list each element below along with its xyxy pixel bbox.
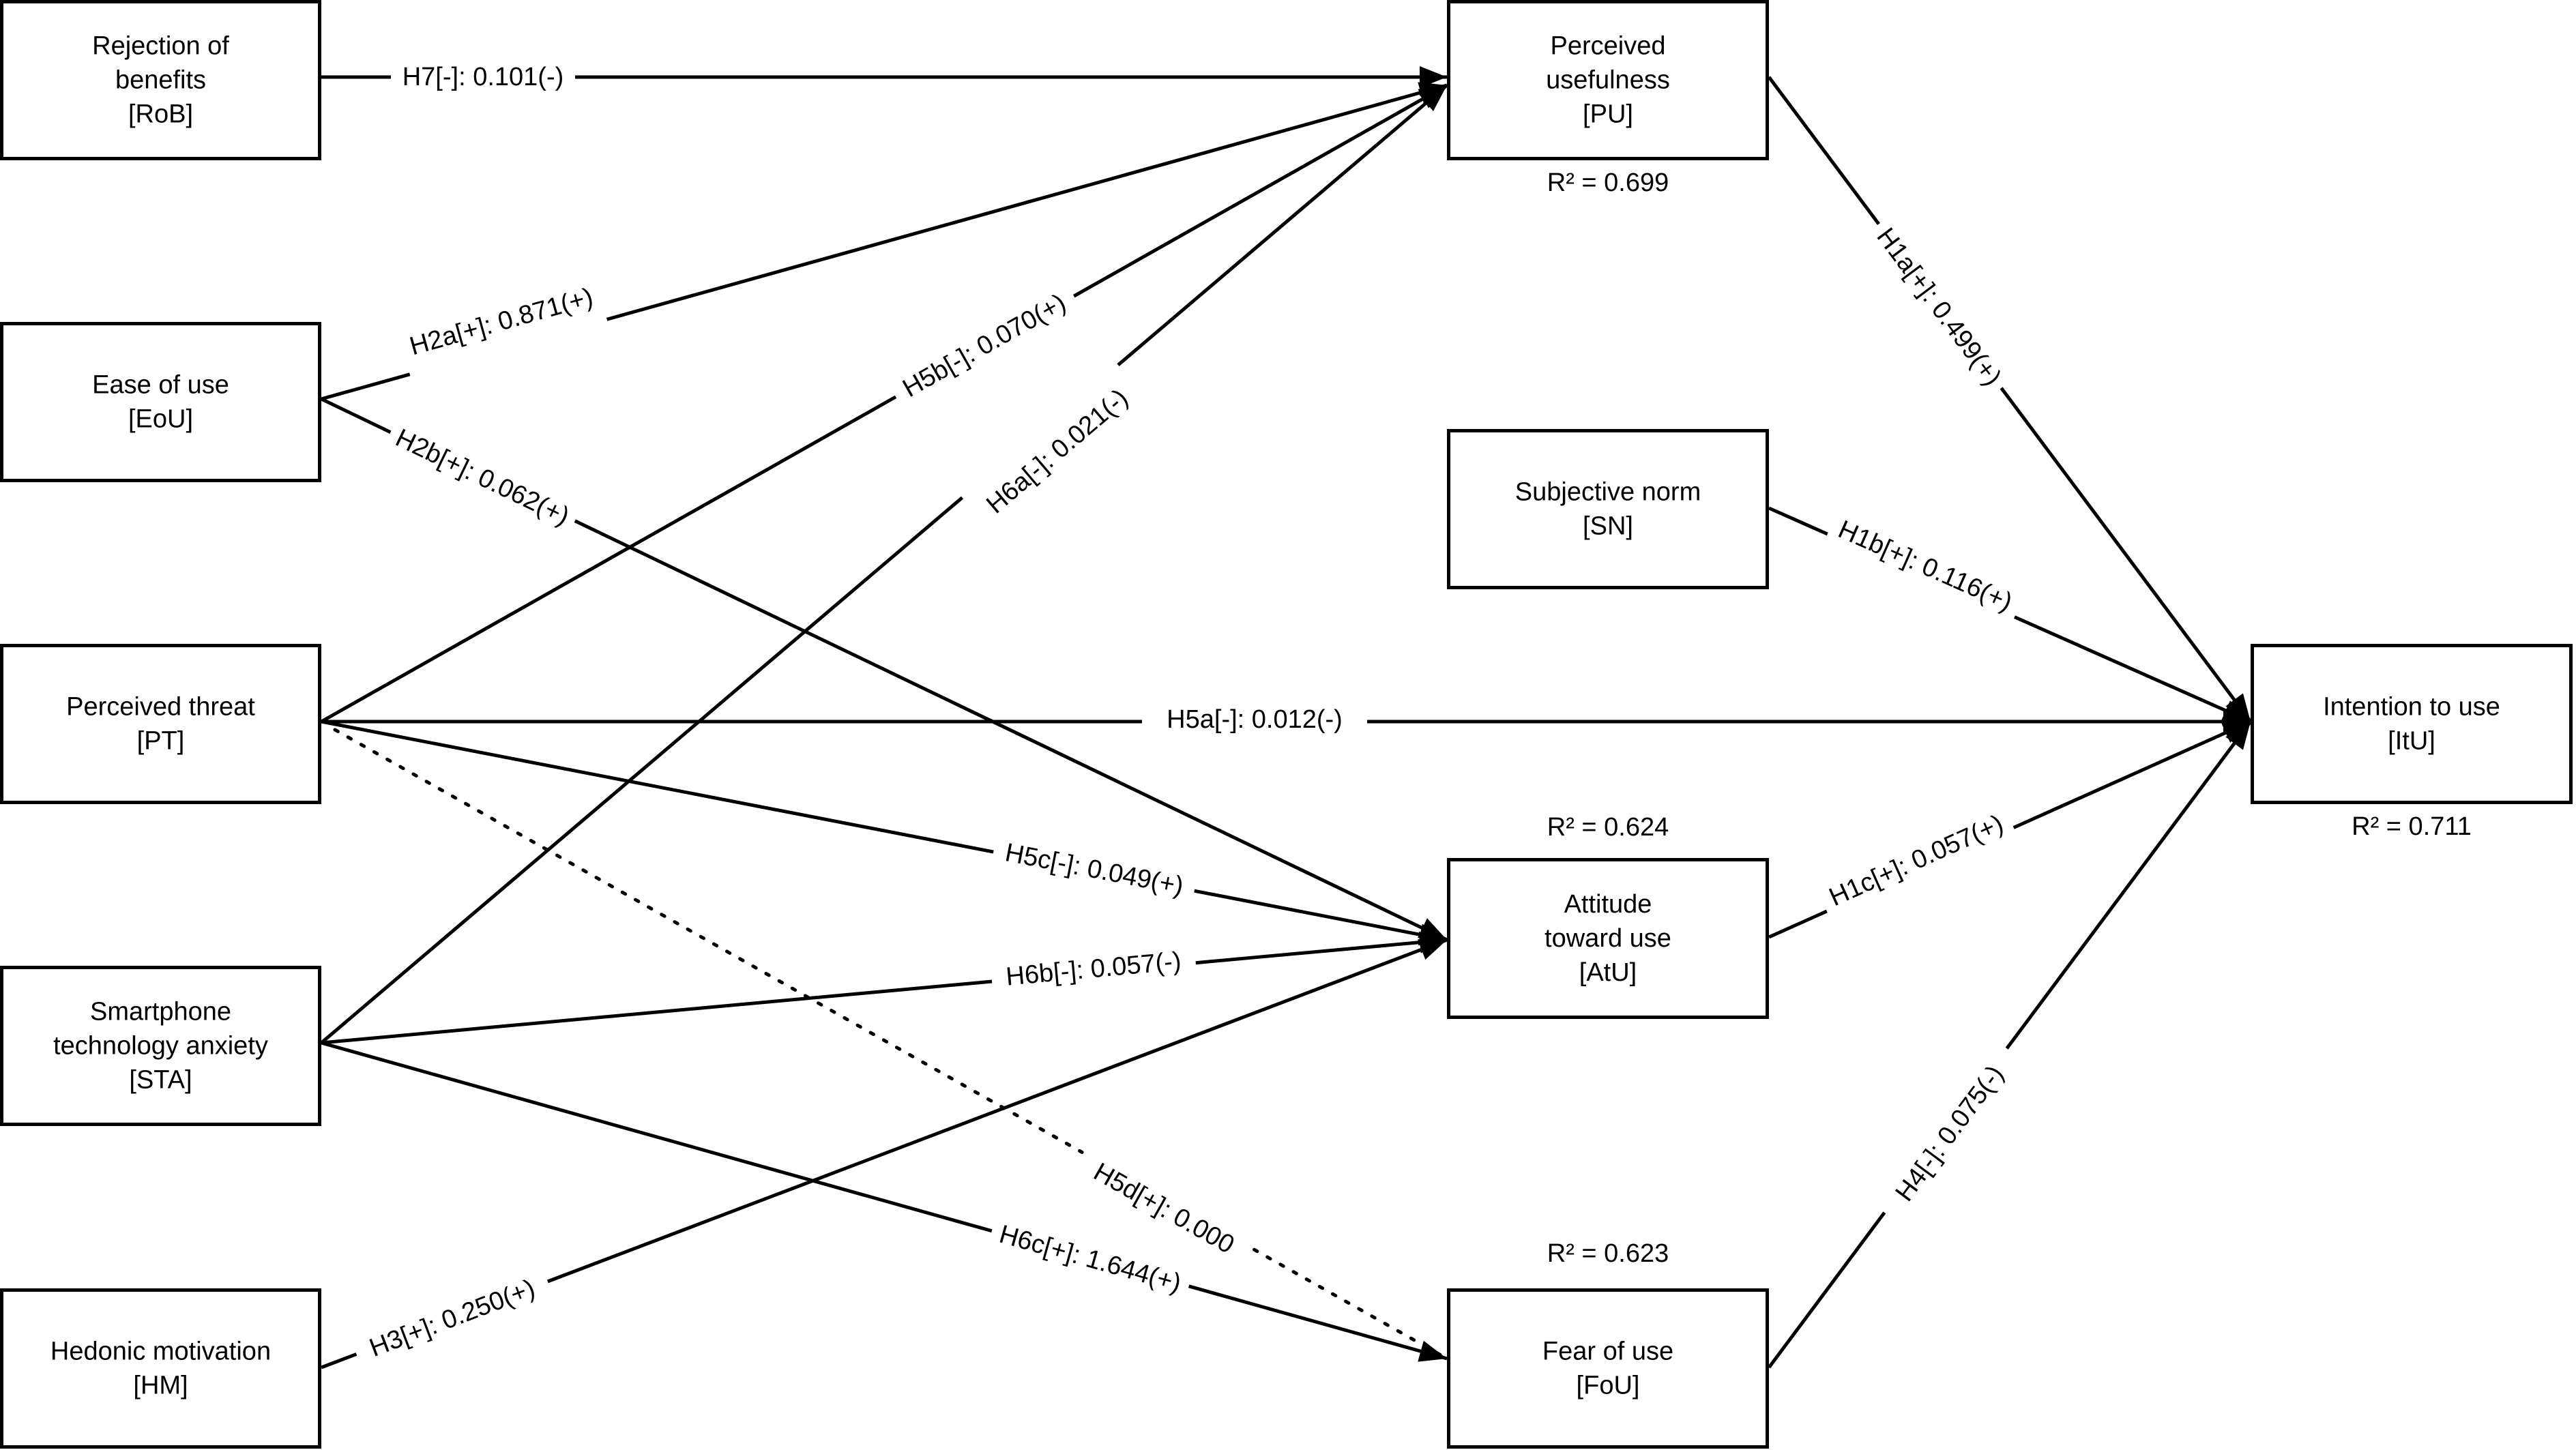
edge-label-h6a: H6a[-]: 0.021(-) <box>981 384 1133 520</box>
node-box-fou <box>1447 1288 1769 1449</box>
edge-label-h4: H4[-]: 0.075(-) <box>1890 1061 2009 1207</box>
edge-label-h5b: H5b[-]: 0.070(+) <box>898 288 1070 403</box>
edge-h6a-segment-b <box>1117 84 1448 367</box>
edge-h3-segment-b <box>547 938 1448 1284</box>
node-rob: Rejection of benefits [RoB] <box>0 0 321 160</box>
edge-label-h5c: H5c[-]: 0.049(+) <box>1003 838 1186 901</box>
edge-h2a-segment-b <box>606 82 1448 321</box>
r-squared-fou: R² = 0.623 <box>1547 1239 1669 1268</box>
edge-h5b-segment-b <box>1072 83 1448 298</box>
edge-h1b-segment-a <box>1768 506 1828 536</box>
edge-label-h2b: H2b[+]: 0.062(+) <box>391 424 574 531</box>
node-label-line: Hedonic motivation <box>50 1337 271 1366</box>
edge-h1c-segment-b <box>2012 720 2252 829</box>
node-box-pt <box>0 644 321 804</box>
edge-h1c-segment-a <box>1768 909 1828 939</box>
edge-h5c-segment-b <box>1194 889 1448 946</box>
r-squared-pu: R² = 0.699 <box>1547 168 1669 197</box>
edge-h5d-segment-b <box>1253 1247 1449 1361</box>
node-label-line: [HM] <box>133 1372 188 1400</box>
edge-h6c-segment-b <box>1188 1284 1448 1362</box>
edge-labels: H7[-]: 0.101(-) H2a[+]: 0.871(+) H2b[+]: 0… <box>366 63 2017 1363</box>
node-label-line: Subjective norm <box>1515 478 1701 507</box>
node-sn: Subjective norm [SN] <box>1447 429 1769 589</box>
node-label-line: benefits <box>115 66 206 95</box>
node-label-line: technology anxiety <box>53 1032 268 1061</box>
edge-label-h1c: H1c[+]: 0.057(+) <box>1825 810 2008 913</box>
node-label-line: [STA] <box>129 1066 192 1095</box>
node-box-sta <box>0 966 321 1126</box>
node-box-eou <box>0 322 321 482</box>
node-pu: Perceived usefulness [PU] R² = 0.699 <box>1447 0 1769 197</box>
edge-label-h6c: H6c[+]: 1.644(+) <box>996 1220 1184 1299</box>
node-label-line: [RoB] <box>128 100 193 129</box>
node-eou: Ease of use [EoU] <box>0 322 321 482</box>
node-label-line: usefulness <box>1546 66 1670 95</box>
node-fou: Fear of use [FoU] R² = 0.623 <box>1447 1239 1769 1449</box>
edge-label-h2a: H2a[+]: 0.871(+) <box>407 283 596 361</box>
node-sta: Smartphone technology anxiety [STA] <box>0 966 321 1126</box>
node-hm: Hedonic motivation [HM] <box>0 1288 321 1449</box>
node-box-atu <box>1447 858 1769 1019</box>
node-box-itu <box>2251 644 2573 804</box>
edge-label-h7: H7[-]: 0.101(-) <box>402 63 564 91</box>
node-label-line: Attitude <box>1564 890 1652 919</box>
edge-label-h5a: H5a[-]: 0.012(-) <box>1167 705 1343 734</box>
node-label-line: [PT] <box>137 727 185 756</box>
edge-h6b-segment-a <box>321 979 993 1045</box>
node-pt: Perceived threat [PT] <box>0 644 321 804</box>
edge-h5d-segment-a <box>333 728 1084 1154</box>
node-label-line: [SN] <box>1583 512 1633 541</box>
node-label-line: Intention to use <box>2323 693 2500 722</box>
node-label-line: Ease of use <box>92 371 229 400</box>
node-box-hm <box>0 1288 321 1449</box>
edge-h2b-segment-b <box>574 519 1448 942</box>
edge-label-h5d: H5d[+]: 0.000 <box>1089 1157 1239 1259</box>
node-label-line: Fear of use <box>1542 1337 1673 1366</box>
edge-h6c-segment-a <box>321 1041 993 1233</box>
edge-h4-segment-b <box>2005 720 2253 1050</box>
edge-label-h1b: H1b[+]: 0.116(+) <box>1834 515 2016 617</box>
node-label-line: Smartphone <box>90 998 231 1026</box>
node-itu: Intention to use [ItU] R² = 0.711 <box>2251 644 2573 841</box>
edge-h1a-segment-b <box>2000 387 2253 723</box>
edge-h6a-segment-a <box>320 496 964 1044</box>
edge-label-h3: H3[+]: 0.250(+) <box>366 1274 539 1363</box>
node-label-line: Perceived <box>1551 32 1666 61</box>
edge-h2a-segment-a <box>321 372 411 401</box>
node-label-line: toward use <box>1545 924 1671 953</box>
edge-h5c-segment-a <box>321 720 994 854</box>
edge-h5b-segment-a <box>320 395 897 724</box>
node-label-line: [EoU] <box>128 405 193 434</box>
node-label-line: [FoU] <box>1577 1372 1640 1400</box>
node-box-sn <box>1447 429 1769 589</box>
r-squared-atu: R² = 0.624 <box>1547 813 1669 842</box>
edge-label-h1a: H1a[+]: 0.499(+) <box>1871 223 2006 391</box>
node-atu: Attitude toward use [AtU] R² = 0.624 <box>1447 813 1769 1019</box>
node-label-line: Rejection of <box>92 32 229 61</box>
edge-h6b-segment-b <box>1195 931 1448 965</box>
edge-h1b-segment-b <box>2013 615 2252 724</box>
node-label-line: [PU] <box>1583 100 1633 129</box>
r-squared-itu: R² = 0.711 <box>2352 812 2472 841</box>
edge-h2b-segment-a <box>320 397 392 434</box>
edge-h1a-segment-a <box>1767 76 1881 226</box>
edge-label-h6b: H6b[-]: 0.057(-) <box>1005 947 1182 991</box>
edge-h4-segment-a <box>1767 1211 1886 1369</box>
edges <box>320 66 2253 1370</box>
node-box-pu <box>1447 0 1769 160</box>
edge-h3-segment-a <box>321 1352 357 1370</box>
node-label-line: [AtU] <box>1579 958 1637 987</box>
node-label-line: [ItU] <box>2388 727 2435 756</box>
node-label-line: Perceived threat <box>66 693 255 722</box>
node-box-rob <box>0 0 321 160</box>
